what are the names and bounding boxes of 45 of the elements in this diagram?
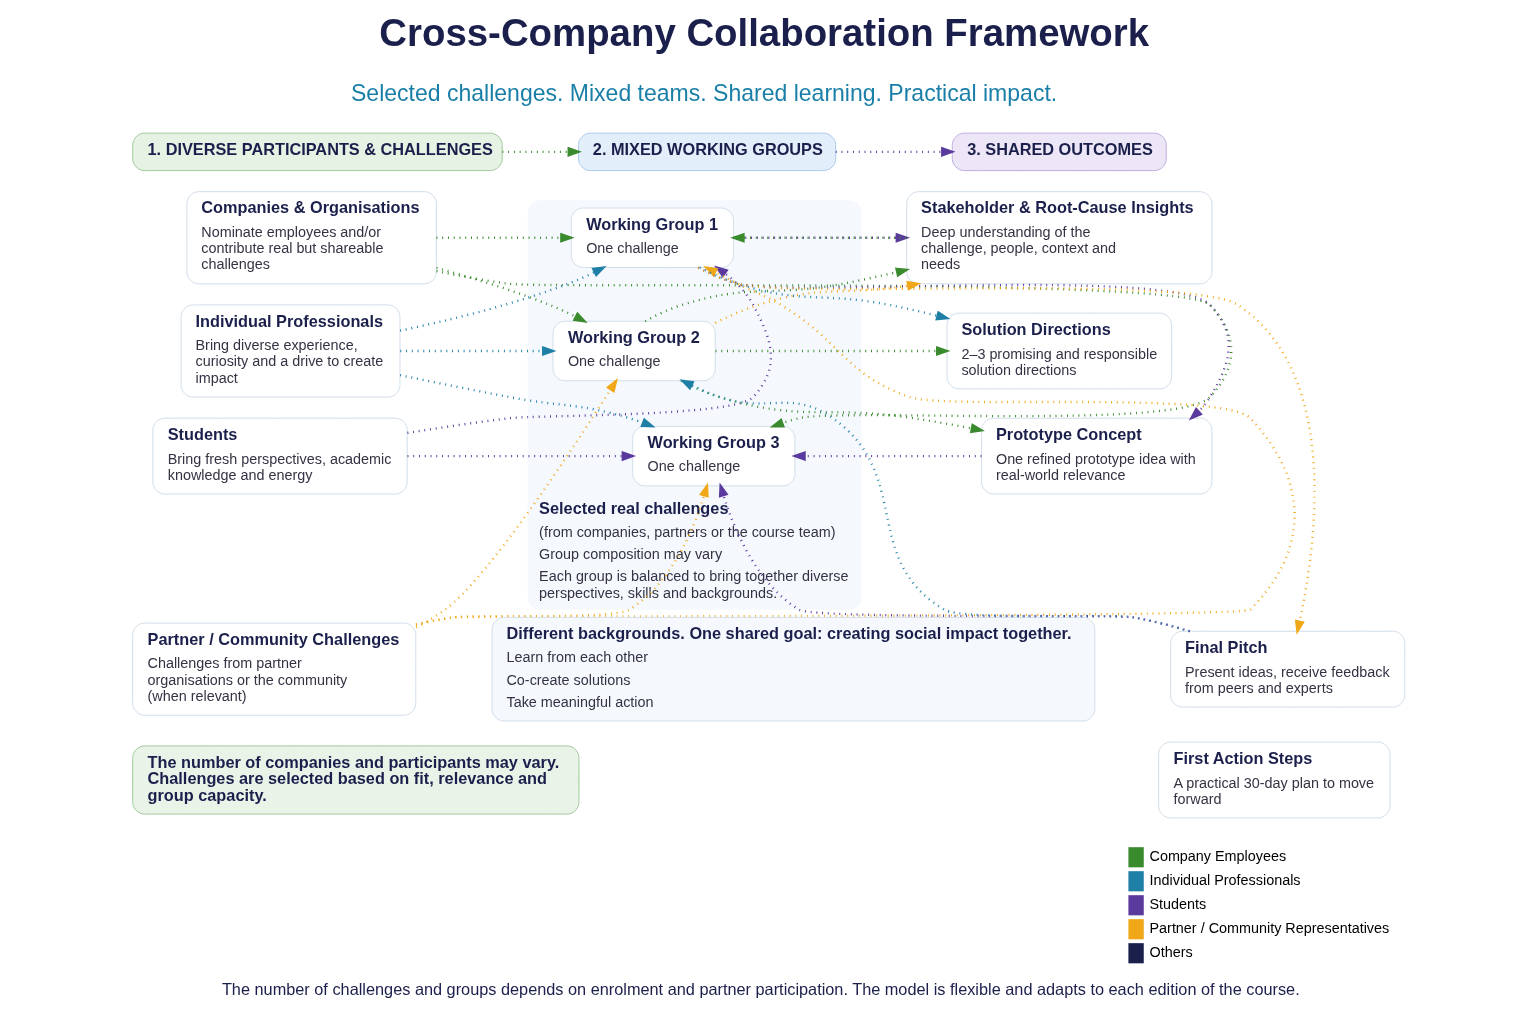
arrow [697, 266, 1230, 421]
node-box: Stakeholder & Root-Cause Insights Deep understanding of the challenge, people, context and needs [905, 191, 1212, 285]
node-box: Partner / Community Challenges Challenges from partner organisations or the community (when relevant) [131, 622, 416, 716]
node-box: Working Group 2 One challenge [552, 320, 716, 382]
legend-label: Partner / Community Representatives [1149, 919, 1389, 936]
label: Selected challenges. Mixed teams. Shared learning. Practical impact. [350, 79, 1057, 106]
arrow [435, 266, 588, 323]
arrow [406, 265, 772, 435]
diagram-title: Cross-Company Collaboration Framework [378, 10, 1149, 54]
legend-label: Individual Professionals [1149, 871, 1301, 888]
arrow [415, 482, 709, 626]
arrow [415, 265, 1296, 626]
caption: The number of challenges and groups depends on enrolment and partner participation. The model is flexible and adapts to each edition of the course. [221, 980, 1300, 999]
arrow [399, 345, 556, 357]
node-box: Companies & Organisations Nominate employees and/or contribute real but shareable challenges [185, 191, 437, 285]
arrow [680, 379, 985, 434]
node-box: 2. MIXED WORKING GROUPS [577, 132, 836, 172]
arrow [435, 232, 575, 243]
node-box: Working Group 1 One challenge [570, 207, 734, 268]
arrow [678, 379, 1189, 633]
node-box: First Action Steps A practical 30-day plan to move forward [1157, 741, 1390, 819]
node-box: Prototype Concept One refined prototype idea with real-world relevance [980, 417, 1212, 495]
node-box: Individual Professionals Bring diverse experience, curiosity and a drive to create impact [180, 304, 400, 398]
arrow [415, 378, 618, 629]
arrow [718, 482, 1190, 633]
arrow [714, 280, 921, 324]
legend-label: Company Employees [1149, 847, 1286, 864]
legend-label: Students [1149, 895, 1206, 912]
arrow [697, 266, 1316, 635]
arrow [399, 265, 607, 332]
node-box: Final Pitch Present ideas, receive feedback from peers and experts [1169, 630, 1405, 708]
arrow [644, 267, 910, 323]
arrow [501, 146, 582, 157]
node-box: 1. DIVERSE PARTICIPANTS & CHALLENGES [131, 132, 503, 172]
node-box: Different backgrounds. One shared goal: creating social impact together. Learn from each other Co-create solutions Take meaningful action [491, 616, 1095, 722]
arrow [435, 269, 1232, 428]
node-box: Solution Directions 2–3 promising and responsible solution directions [946, 312, 1172, 390]
node-box: 3. SHARED OUTCOMES [951, 132, 1167, 172]
node-box: Working Group 3 One challenge [631, 425, 795, 487]
arrow [399, 374, 656, 428]
legend-label: Others [1149, 943, 1193, 960]
node-box: The number of companies and participants may vary. Challenges are selected based on fit, relevance and group capacity. [131, 745, 579, 815]
arrow [698, 266, 950, 321]
arrow [835, 146, 955, 157]
node-box: Students Bring fresh perspectives, academic knowledge and energy [151, 417, 408, 495]
